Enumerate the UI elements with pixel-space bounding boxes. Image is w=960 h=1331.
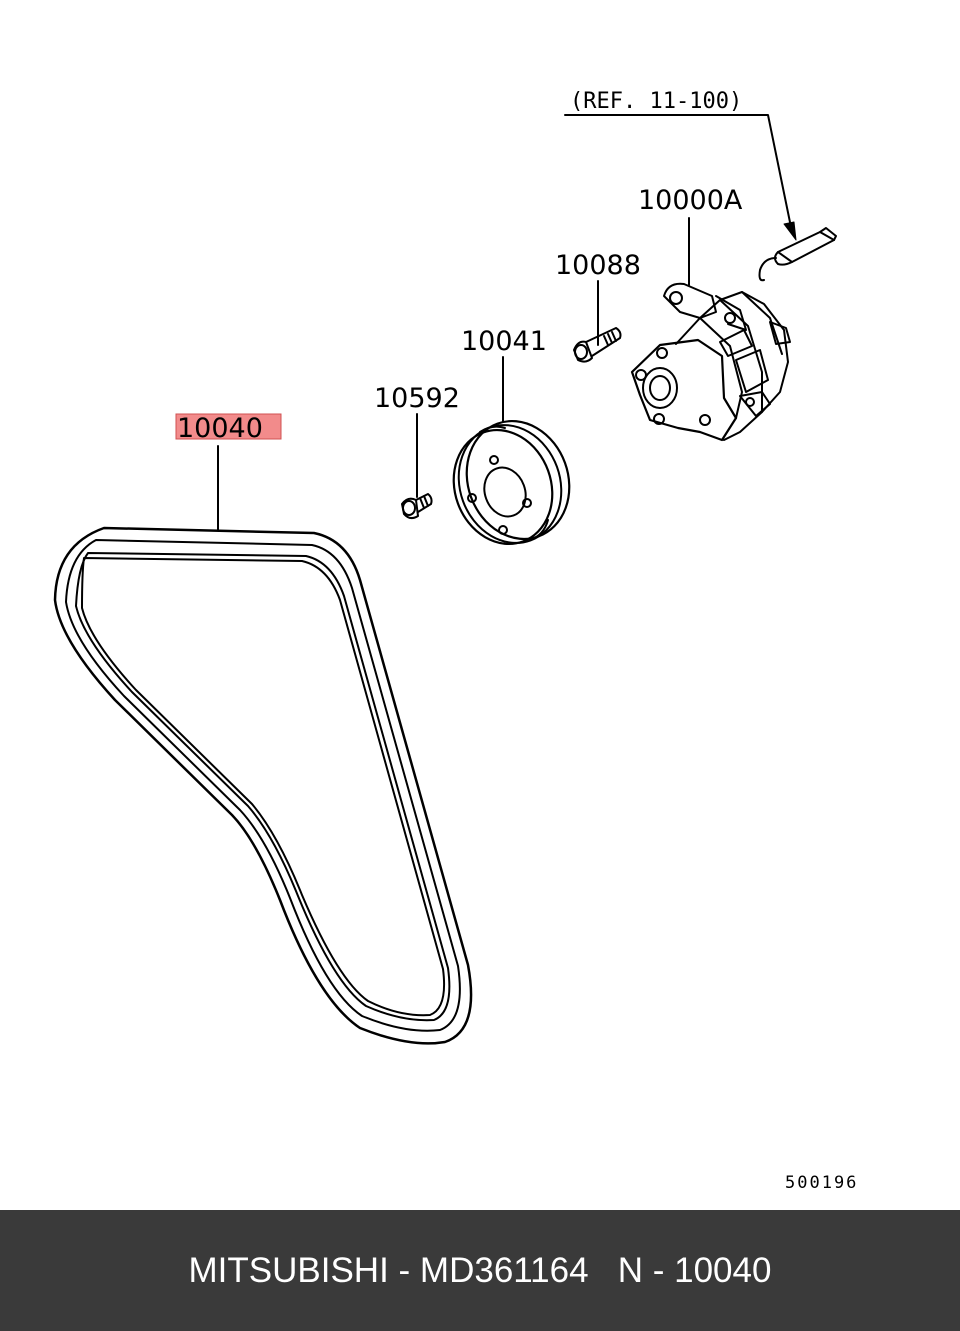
footer-part-number: MD361164: [419, 1250, 589, 1290]
grease-tube-icon: [758, 227, 837, 282]
power-steering-pump-icon: [630, 282, 791, 442]
part-label-pump-bolt[interactable]: 10088: [555, 250, 641, 281]
footer-position: N - 10040: [617, 1250, 772, 1290]
highlight-box: [175, 413, 282, 440]
pump-bolt-icon: [573, 327, 622, 363]
ref-label: (REF. 11-100): [570, 89, 742, 114]
pulley-icon: [452, 419, 571, 546]
diagram-code: 500196: [785, 1173, 858, 1193]
drive-belt: [53, 526, 473, 1045]
part-label-pulley-bolt[interactable]: 10592: [374, 383, 460, 414]
part-label-belt[interactable]: 10040: [177, 413, 263, 444]
footer-gap: [589, 1251, 618, 1291]
part-label-pulley[interactable]: 10041: [461, 326, 547, 357]
ref-leader-arrow: [564, 114, 797, 241]
footer-brand: MITSUBISHI: [188, 1250, 389, 1290]
footer-separator: -: [388, 1250, 420, 1290]
footer-bar: MITSUBISHI - MD361164 N - 10040: [0, 1210, 960, 1331]
pulley-bolt-icon: [401, 493, 433, 520]
parts-diagram: (REF. 11-100) 10000A 10088 10041 10592 1…: [53, 89, 858, 1193]
part-label-pump-assy[interactable]: 10000A: [638, 185, 743, 216]
